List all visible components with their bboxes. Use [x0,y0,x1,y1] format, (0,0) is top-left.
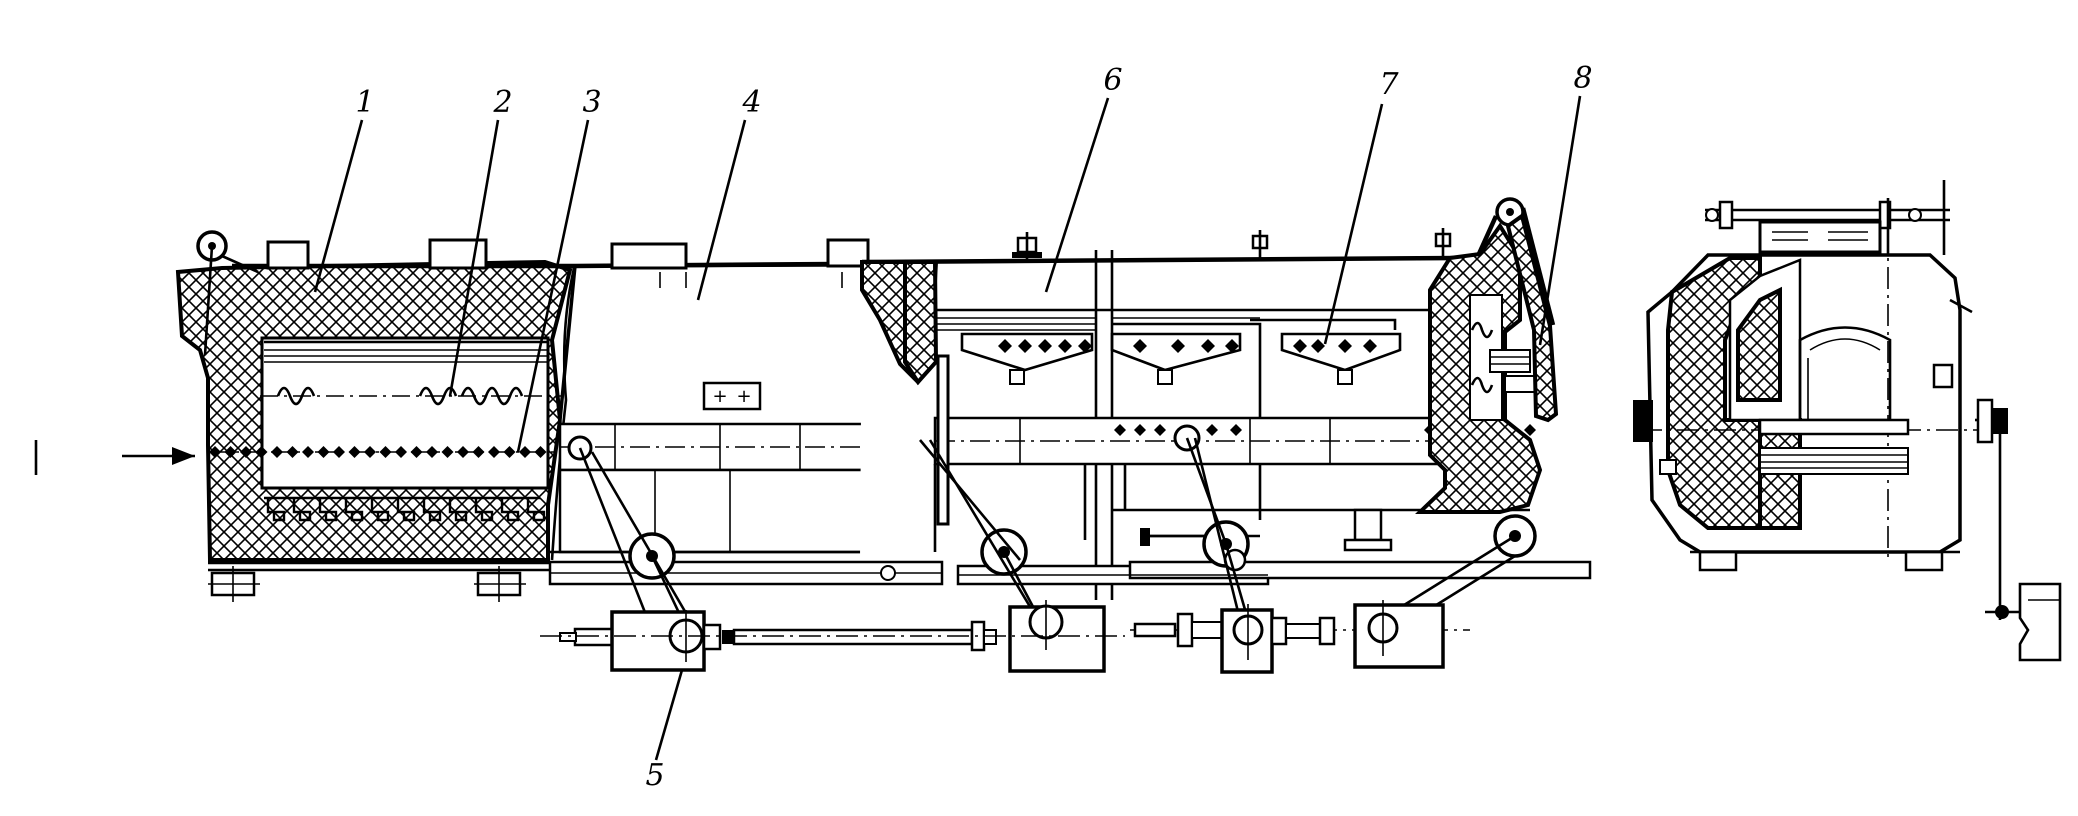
svg-text:+: + [712,386,727,407]
roller-icon [457,446,469,458]
roller-icon [1078,339,1092,353]
callout-label-5: 5 [645,758,664,793]
roller-icon [1338,339,1352,353]
roller-icon [1225,339,1239,353]
roller-row-upper [998,339,1377,353]
roller-icon [1018,339,1032,353]
hearth-tooth [370,498,390,522]
cooling-section [860,197,1592,600]
roller-icon [364,446,376,458]
hearth-tooth [396,498,416,522]
hearth-tooth [422,498,442,522]
roller-icon [1134,424,1146,436]
callout-label-1: 1 [355,85,374,120]
roller-icon [255,446,268,458]
roof-knob [1251,230,1269,258]
roller-icon [286,446,299,458]
roller-icon [1058,339,1072,353]
hearth-tooth [448,498,468,522]
roller-icon [426,446,438,458]
roller-icon [472,446,485,458]
roller-icon [379,446,392,458]
roller-icon [1363,339,1377,353]
callout-label-2: 2 [492,85,512,120]
roller-icon [519,446,531,458]
roller-icon [441,446,454,458]
roller-icon [302,446,314,458]
roller-icon [395,446,407,458]
hearth-tooth [318,498,338,522]
hearth-tooth [474,498,494,522]
roller-icon [534,446,547,458]
callout-label-3: 3 [582,85,601,120]
callout-label-8: 8 [1573,61,1592,96]
callout-label-6: 6 [1103,63,1122,98]
roof-knob [1012,232,1042,262]
hearth-support-teeth [266,498,546,522]
hearth-tooth [500,498,520,522]
roller-icon [1133,339,1147,353]
roller-icon [209,446,221,458]
roller-icon [224,446,237,458]
hearth-tooth [344,498,364,522]
roller-icon [1114,424,1126,436]
roller-row-heating [209,446,547,458]
roof-knob [1434,228,1452,256]
drive-shafts [540,437,1516,674]
heating-chamber [175,230,594,602]
callout-label-4: 4 [741,85,761,120]
cooling-tray [1110,332,1242,385]
hearth-tooth [292,498,312,522]
roller-icon [1524,424,1536,436]
hearth-tooth [526,498,546,522]
roller-icon [240,446,252,458]
leader-lines [313,95,1582,761]
roller-icon [333,446,345,458]
roller-icon [1293,339,1307,353]
roller-icon [1171,339,1185,353]
roller-icon [503,446,516,458]
roller-icon [1201,339,1215,353]
furnace-foot-left [208,566,260,602]
furnace-side-view: + + [34,95,1592,761]
roller-icon [1206,424,1218,436]
entry-arrow-icon [122,447,195,465]
roller-icon [317,446,330,458]
furnace-foot-mid [474,566,526,602]
svg-text:+: + [736,386,751,407]
roller-icon [410,446,423,458]
roller-icon [271,446,283,458]
callout-label-7: 7 [1379,67,1399,102]
furnace-end-view [1633,180,2062,662]
roller-icon [998,339,1012,353]
roller-icon [1230,424,1242,436]
cooling-tray [1280,332,1402,385]
roller-icon [1154,424,1166,436]
roller-icon [488,446,500,458]
hearth-tooth [266,498,286,522]
roller-icon [1311,339,1325,353]
callout-labels: 1 2 3 4 5 6 7 8 [355,61,1592,793]
roller-icon [348,446,361,458]
cooling-tray [960,332,1094,385]
roller-icon [1038,339,1052,353]
